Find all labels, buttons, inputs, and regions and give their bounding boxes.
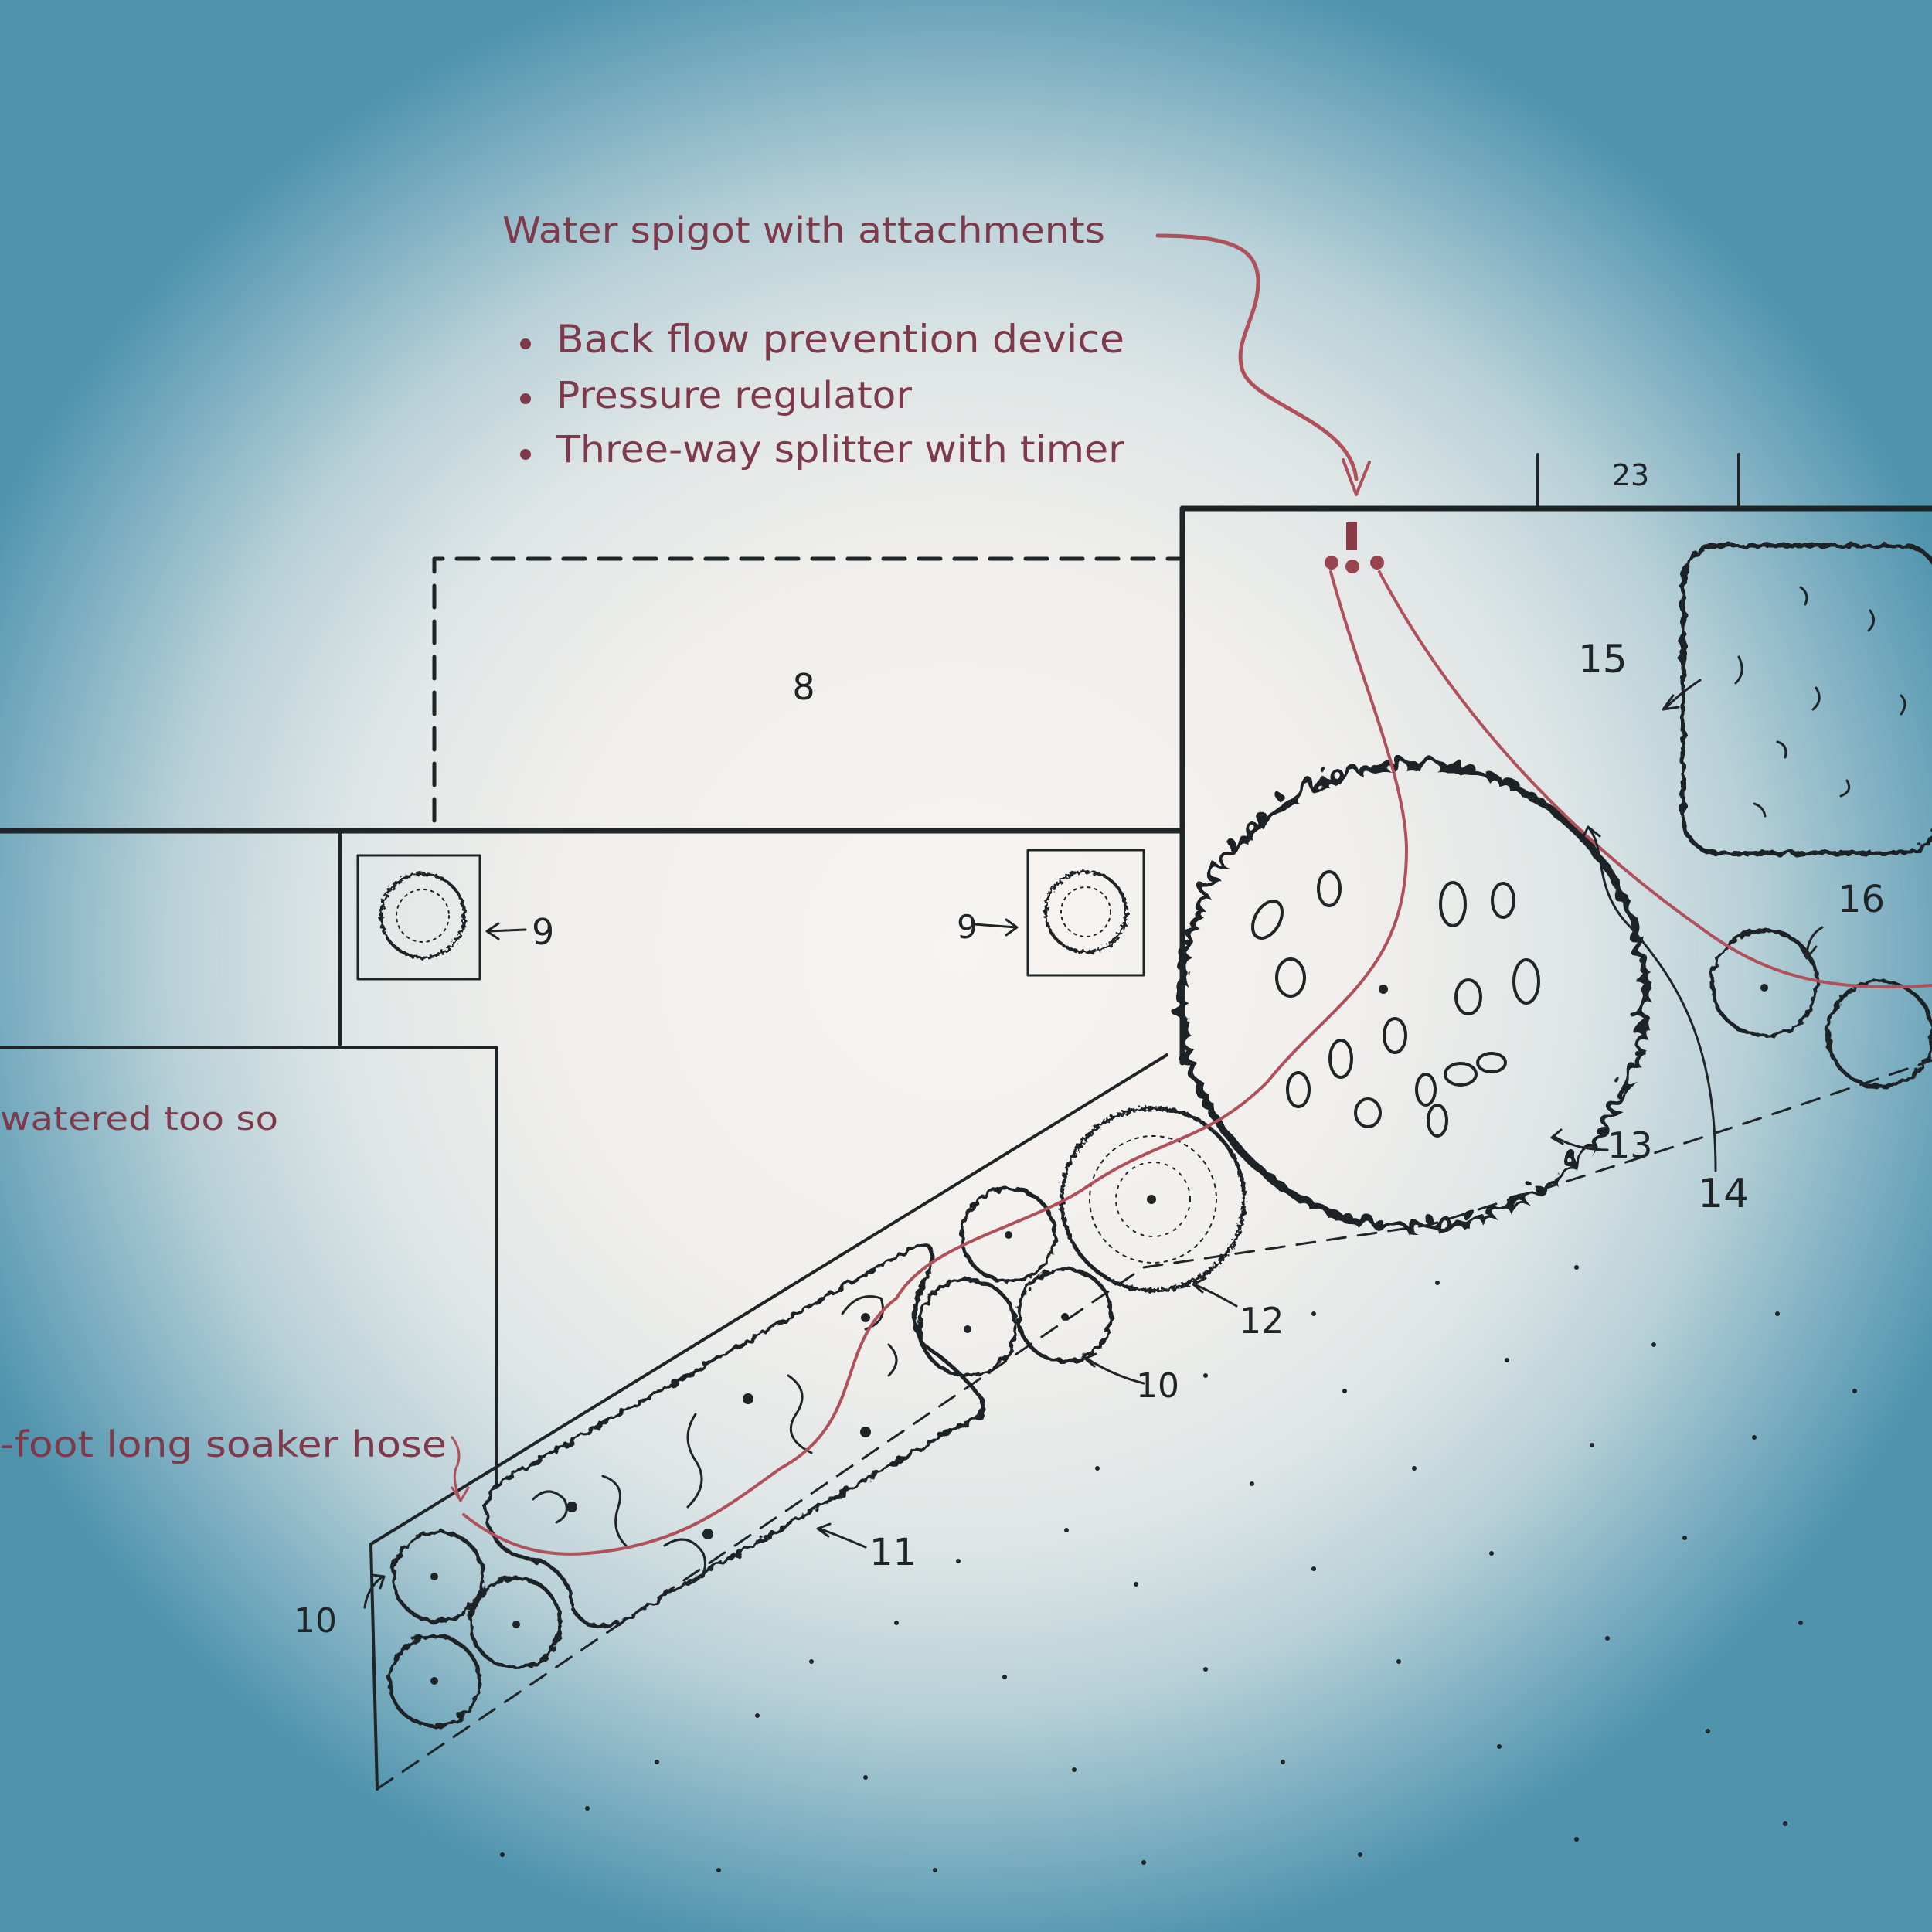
shrubs-16	[1709, 928, 1932, 1089]
label-15: 15	[1578, 637, 1628, 682]
label-12: 12	[1239, 1300, 1284, 1342]
shrubs-10-left	[387, 1529, 563, 1728]
shrubs-10-middle	[917, 1186, 1114, 1378]
spigot-note-title: Water spigot with attachments	[502, 209, 1105, 251]
leader-arrows	[363, 679, 1824, 1609]
label-10-left: 10	[294, 1601, 337, 1641]
interior-lines	[0, 453, 1932, 1791]
label-9-right: 9	[957, 908, 978, 946]
dashed-area-8-outline	[432, 556, 1185, 823]
spigot-note-item: Back flow prevention device	[556, 317, 1124, 362]
shrub-12	[1060, 1106, 1247, 1293]
hedge-15	[1681, 543, 1932, 855]
irrigation-lines	[462, 233, 1932, 1556]
dimension-23-label: 23	[1612, 458, 1649, 492]
watered-note: watered too so	[0, 1100, 278, 1138]
spigot-note-list: Back flow prevention device Pressure reg…	[520, 317, 1124, 471]
soaker-hose-note: -foot long soaker hose	[0, 1423, 447, 1465]
label-11: 11	[869, 1531, 917, 1574]
spigot-note-item: Pressure regulator	[556, 374, 912, 417]
area-8-label: 8	[792, 666, 815, 708]
label-16: 16	[1838, 878, 1885, 921]
building-walls	[0, 505, 1932, 1066]
planter-9-right	[1026, 849, 1145, 977]
shrub-13	[1169, 752, 1641, 1223]
label-10-middle: 10	[1136, 1366, 1179, 1406]
groundcover-11	[484, 1243, 985, 1628]
label-13: 13	[1607, 1124, 1653, 1166]
label-9-left: 9	[532, 911, 554, 953]
gravel-stipple	[500, 1265, 1857, 1872]
spigot-note-item: Three-way splitter with timer	[556, 428, 1124, 471]
label-14: 14	[1698, 1171, 1749, 1217]
planter-9-left	[356, 854, 481, 981]
